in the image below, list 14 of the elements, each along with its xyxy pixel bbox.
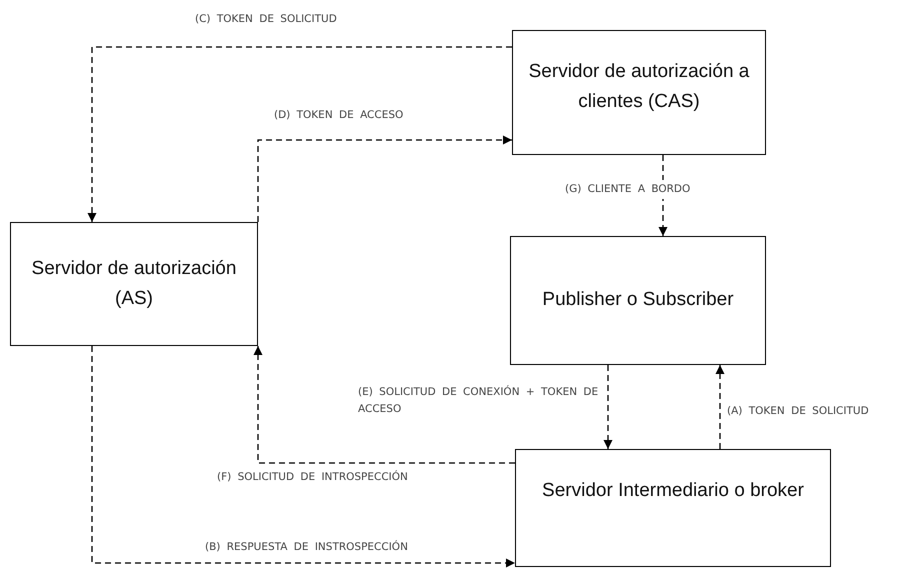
process-box: [512, 30, 766, 155]
process-box: [510, 236, 766, 365]
box-label: Servidor Intermediario o broker: [542, 479, 804, 503]
dashed-arrow: [257, 136, 512, 222]
box-label: Servidor de autorización (AS): [30, 256, 238, 311]
process-box: [10, 222, 258, 346]
process-box: [515, 449, 831, 567]
dashed-arrow: [254, 346, 515, 464]
dashed-arrow: [604, 365, 612, 449]
box-label: Servidor de autorización a clientes (CAS): [528, 60, 750, 114]
box-label: Publisher o Subscriber: [542, 288, 734, 312]
dashed-arrow: [91, 346, 515, 568]
dashed-arrow: [716, 365, 724, 449]
dashed-arrow: [88, 46, 512, 222]
